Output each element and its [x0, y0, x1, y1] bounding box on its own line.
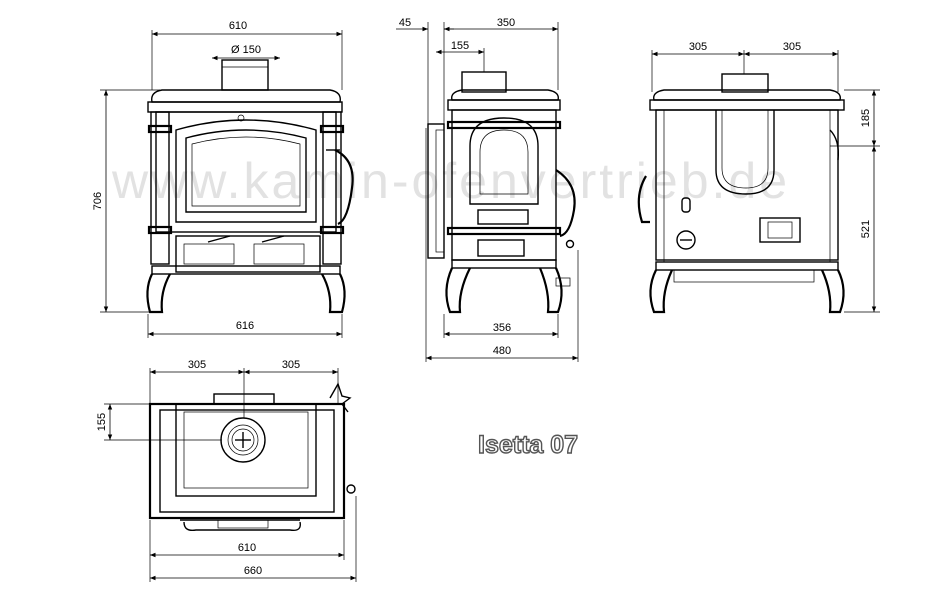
- rear-outlet-height: 521: [860, 220, 872, 238]
- side-offset: 45: [399, 17, 411, 29]
- top-half-right: 305: [282, 359, 300, 371]
- model-name: Isetta 07: [478, 431, 578, 459]
- side-depth: 350: [497, 17, 515, 29]
- watermark-text: www.kamin-ofenvertrieb.de: [111, 153, 790, 209]
- rear-half-right: 305: [783, 41, 801, 53]
- rear-view: 305 305 185 521: [637, 41, 880, 314]
- front-top-width: 610: [229, 20, 247, 32]
- top-half-left: 305: [188, 359, 206, 371]
- top-total-width: 660: [244, 565, 262, 577]
- side-foot-depth: 356: [493, 322, 511, 334]
- front-bottom-width: 616: [236, 320, 254, 332]
- flue-diameter: Ø 150: [231, 44, 261, 56]
- front-height: 706: [92, 192, 104, 210]
- rear-top-to-outlet: 185: [860, 109, 872, 127]
- rear-half-left: 305: [689, 41, 707, 53]
- side-flue-offset: 155: [451, 40, 469, 52]
- side-total-depth: 480: [493, 345, 511, 357]
- top-body-width: 610: [238, 542, 256, 554]
- top-flue-offset: 155: [96, 413, 108, 431]
- top-view: 305 305 155 610 660: [96, 359, 357, 582]
- front-view: 610 Ø 150 706 616: [92, 20, 354, 338]
- side-view: 45 350 155 356 480: [396, 17, 579, 362]
